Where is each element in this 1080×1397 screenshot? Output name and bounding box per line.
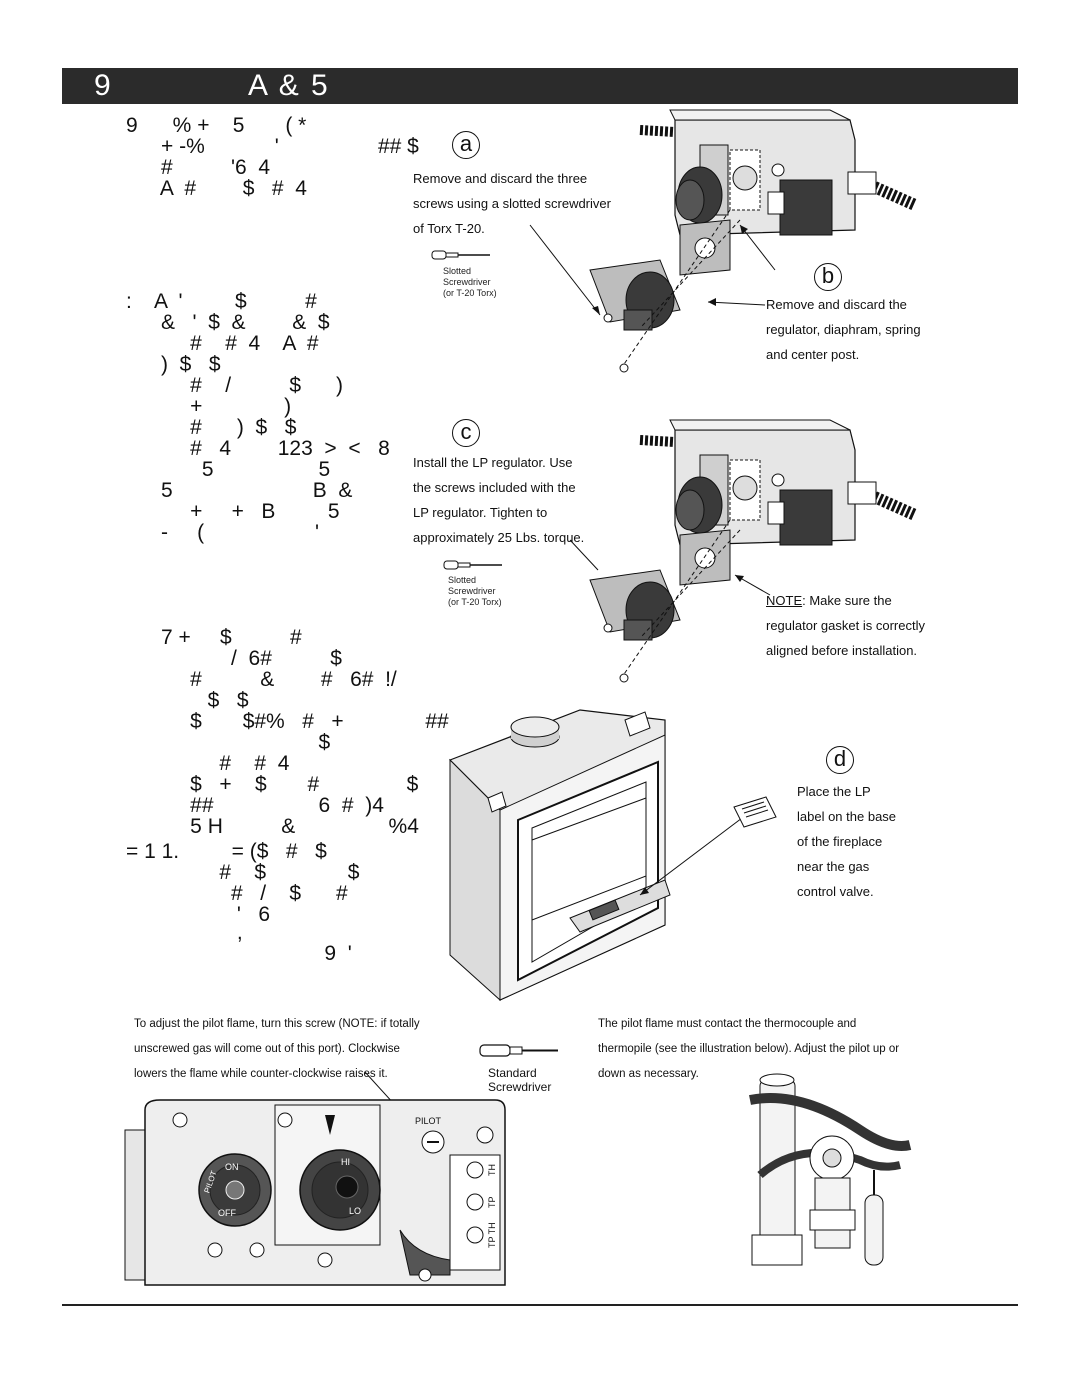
figure-a-caption: Remove and discard the three screws usin… bbox=[413, 166, 611, 241]
body-text-line: 5 B & bbox=[126, 479, 353, 502]
svg-text:HI: HI bbox=[341, 1157, 350, 1167]
tool-label-a: Slotted Screwdriver (or T-20 Torx) bbox=[443, 266, 497, 298]
svg-text:TP TH: TP TH bbox=[487, 1222, 497, 1248]
body-text-line: # ) $ $ bbox=[126, 416, 297, 439]
svg-text:PILOT: PILOT bbox=[415, 1116, 442, 1126]
screwdriver-icon bbox=[479, 1044, 558, 1057]
body-text-line: # / $ ) bbox=[126, 374, 344, 397]
body-text-line: 7 + $ # bbox=[126, 626, 302, 649]
body-text-line: 5 H & %4 bbox=[126, 815, 419, 838]
body-text-line: & ' $ & & $ bbox=[126, 311, 330, 334]
figure-a-label: a bbox=[452, 131, 480, 159]
header-title-left: 9 bbox=[94, 69, 111, 102]
body-text-line: $ + $ # $ bbox=[126, 773, 419, 796]
svg-text:OFF: OFF bbox=[218, 1208, 236, 1218]
body-text-line: : A ' $ # bbox=[126, 290, 317, 313]
body-text-line: # # 4 A # bbox=[126, 332, 319, 355]
figure-d-caption: Place the LP label on the base of the fi… bbox=[797, 784, 897, 899]
tool-label-c: Slotted Screwdriver (or T-20 Torx) bbox=[448, 575, 502, 607]
standard-screwdriver-label: Standard Screwdriver bbox=[488, 1066, 552, 1094]
body-text-line: 9 % + 5 ( * bbox=[126, 114, 307, 137]
body-text-line: # 4 123 > < 8 bbox=[126, 437, 390, 460]
figure-b-label: b bbox=[814, 263, 842, 291]
screwdriver-icon bbox=[443, 560, 502, 570]
body-text-line: = 1 1. = ($ # $ bbox=[126, 840, 327, 863]
figure-c-label: c bbox=[452, 419, 480, 447]
figure-c-note: NOTE: Make sure the regulator gasket is … bbox=[766, 593, 925, 658]
body-text-line: 9 ' bbox=[126, 942, 352, 965]
caption-line: Remove and discard the three bbox=[413, 171, 588, 186]
body-text-line: # / $ # bbox=[126, 882, 348, 905]
svg-text:TH: TH bbox=[487, 1164, 497, 1176]
body-text-line: ) $ $ bbox=[126, 353, 221, 376]
body-text-line: - ( ' bbox=[126, 521, 320, 544]
body-text-line: , bbox=[126, 921, 243, 944]
body-text-line: ## 6 # )4 bbox=[126, 794, 384, 817]
gas-control-valve-front-view: ON OFF PILOT HI LO PILOT TH TP TP TH bbox=[124, 1071, 506, 1286]
body-text-line: + ) bbox=[126, 395, 292, 418]
footer-rule bbox=[62, 1304, 1018, 1306]
svg-text:TP: TP bbox=[487, 1196, 497, 1208]
body-text-line: 5 5 bbox=[126, 458, 331, 481]
figure-d-label: d bbox=[826, 746, 854, 774]
caption-line: of Torx T-20. bbox=[413, 221, 485, 236]
screwdriver-icon bbox=[431, 250, 490, 260]
body-text-line: $ $#% # + ## bbox=[126, 710, 449, 733]
note-label: NOTE bbox=[766, 593, 803, 608]
body-text-line: $ bbox=[126, 731, 331, 754]
pilot-adjust-caption: To adjust the pilot flame, turn this scr… bbox=[134, 1018, 420, 1080]
figure-b-caption: Remove and discard the regulator, diaphr… bbox=[766, 297, 921, 362]
body-text-line: # '6 4 bbox=[126, 156, 271, 179]
body-text-line: + + B 5 bbox=[126, 500, 340, 523]
thermocouple-thermopile-illustration bbox=[749, 1073, 912, 1266]
body-text-line: # # 4 bbox=[126, 752, 290, 775]
body-text-line: + -% ' ## $ bbox=[126, 135, 419, 158]
svg-text:ON: ON bbox=[225, 1162, 239, 1172]
gas-valve-disassembly-diagram bbox=[529, 109, 918, 373]
svg-text:LO: LO bbox=[349, 1206, 361, 1216]
body-text-line: $ $ bbox=[126, 689, 249, 712]
body-text-line: # $ $ bbox=[126, 861, 360, 884]
gas-valve-install-diagram bbox=[569, 419, 918, 683]
header-title-right: A & 5 bbox=[248, 69, 330, 102]
body-text-line: A # $ # 4 bbox=[126, 177, 307, 200]
fireplace-illustration bbox=[448, 709, 747, 1002]
figure-c-caption: Install the LP regulator. Use the screws… bbox=[413, 455, 585, 545]
caption-line: screws using a slotted screwdriver bbox=[413, 196, 611, 211]
pilot-flame-caption: The pilot flame must contact the thermoc… bbox=[598, 1018, 900, 1080]
section-header-bar: 9 A & 5 bbox=[62, 68, 1018, 104]
lp-label-icon bbox=[733, 796, 777, 828]
body-text-line: ' 6 bbox=[126, 903, 271, 926]
body-text-line: / 6# $ bbox=[126, 647, 342, 670]
body-text-line: # & # 6# !/ bbox=[126, 668, 397, 691]
